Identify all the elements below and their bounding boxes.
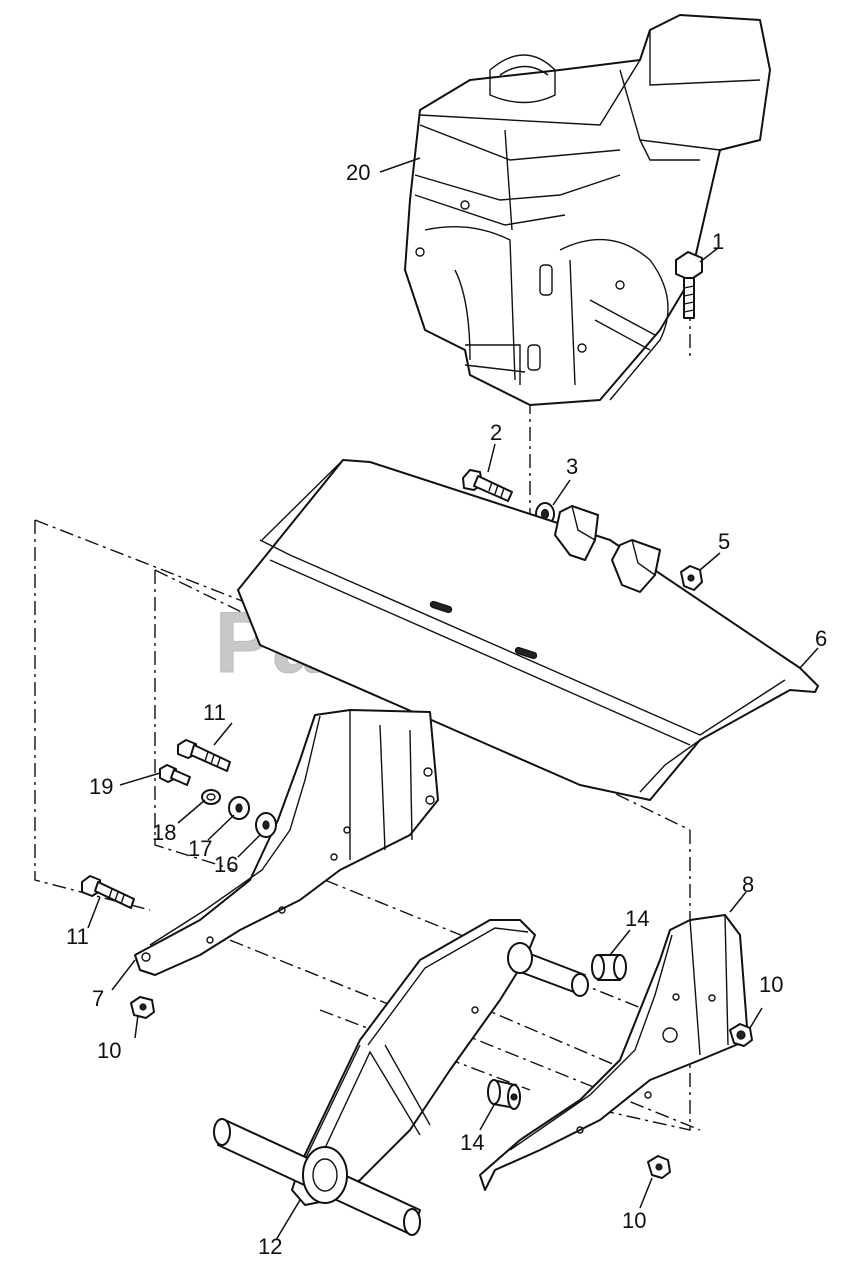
washer-part-16 xyxy=(255,812,277,838)
callout-labels: 20 1 2 3 5 6 11 19 18 17 16 11 7 10 8 14… xyxy=(66,160,827,1259)
callout-12: 12 xyxy=(258,1234,282,1259)
washer-part-18 xyxy=(201,789,221,805)
engine xyxy=(404,14,771,406)
chain-case-part-12 xyxy=(213,919,589,1236)
callout-10-bottom: 10 xyxy=(622,1208,646,1233)
bolt-part-11-upper xyxy=(177,739,231,772)
callout-20: 20 xyxy=(346,160,370,185)
callout-5: 5 xyxy=(718,529,730,554)
callout-3: 3 xyxy=(566,454,578,479)
nut-part-5 xyxy=(680,565,703,591)
bolt-part-11-lower xyxy=(81,875,135,909)
callout-17: 17 xyxy=(188,836,212,861)
tine-shield-part-6 xyxy=(237,459,819,801)
callout-1: 1 xyxy=(712,229,724,254)
callout-14-upper: 14 xyxy=(625,906,649,931)
callout-10-left: 10 xyxy=(97,1038,121,1063)
washer-part-17 xyxy=(228,796,250,820)
callout-18: 18 xyxy=(152,820,176,845)
spacer-part-14-upper xyxy=(591,954,627,981)
bolt-part-1 xyxy=(675,251,703,319)
nut-part-10-bottom xyxy=(647,1155,671,1179)
left-bracket-part-7 xyxy=(134,709,439,976)
nut-part-10-right xyxy=(729,1023,753,1047)
nut-part-10-left xyxy=(130,996,155,1019)
callout-11-upper: 11 xyxy=(203,700,226,725)
callout-7: 7 xyxy=(92,986,104,1011)
callout-14-lower: 14 xyxy=(460,1130,484,1155)
callout-11-lower: 11 xyxy=(66,924,89,949)
bolt-part-19 xyxy=(159,764,191,786)
callout-2: 2 xyxy=(490,420,502,445)
spacer-part-14-lower xyxy=(487,1079,521,1110)
callout-16: 16 xyxy=(214,852,238,877)
callout-19: 19 xyxy=(89,774,113,799)
bolt-part-2 xyxy=(462,469,513,502)
right-bracket-part-8 xyxy=(479,914,749,1191)
leader-lines xyxy=(87,157,819,1241)
callout-10-right: 10 xyxy=(759,972,783,997)
callout-6: 6 xyxy=(815,626,827,651)
callout-8: 8 xyxy=(742,872,754,897)
